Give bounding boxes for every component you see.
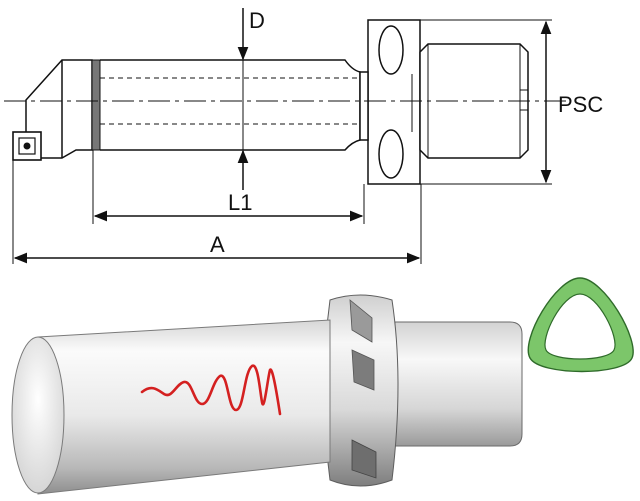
flange-slot-top (378, 25, 404, 75)
render-shank (394, 321, 523, 447)
a-label: A (210, 232, 225, 257)
technical-drawing (4, 8, 570, 264)
vibration-wave-icon (140, 364, 282, 416)
psc-label: PSC (558, 92, 603, 117)
knurl-ring (91, 59, 101, 151)
l1-label: L1 (228, 190, 252, 215)
render-bar (37, 319, 331, 495)
bar-body (100, 59, 361, 151)
render-bar-end-face (11, 336, 65, 494)
holder-render (11, 294, 523, 495)
flange-slot-bottom (378, 129, 404, 179)
square-insert-icon (12, 131, 42, 161)
collar-neck (359, 71, 369, 141)
d-label: D (249, 8, 265, 33)
rounded-triangle-profile-icon (527, 277, 634, 373)
